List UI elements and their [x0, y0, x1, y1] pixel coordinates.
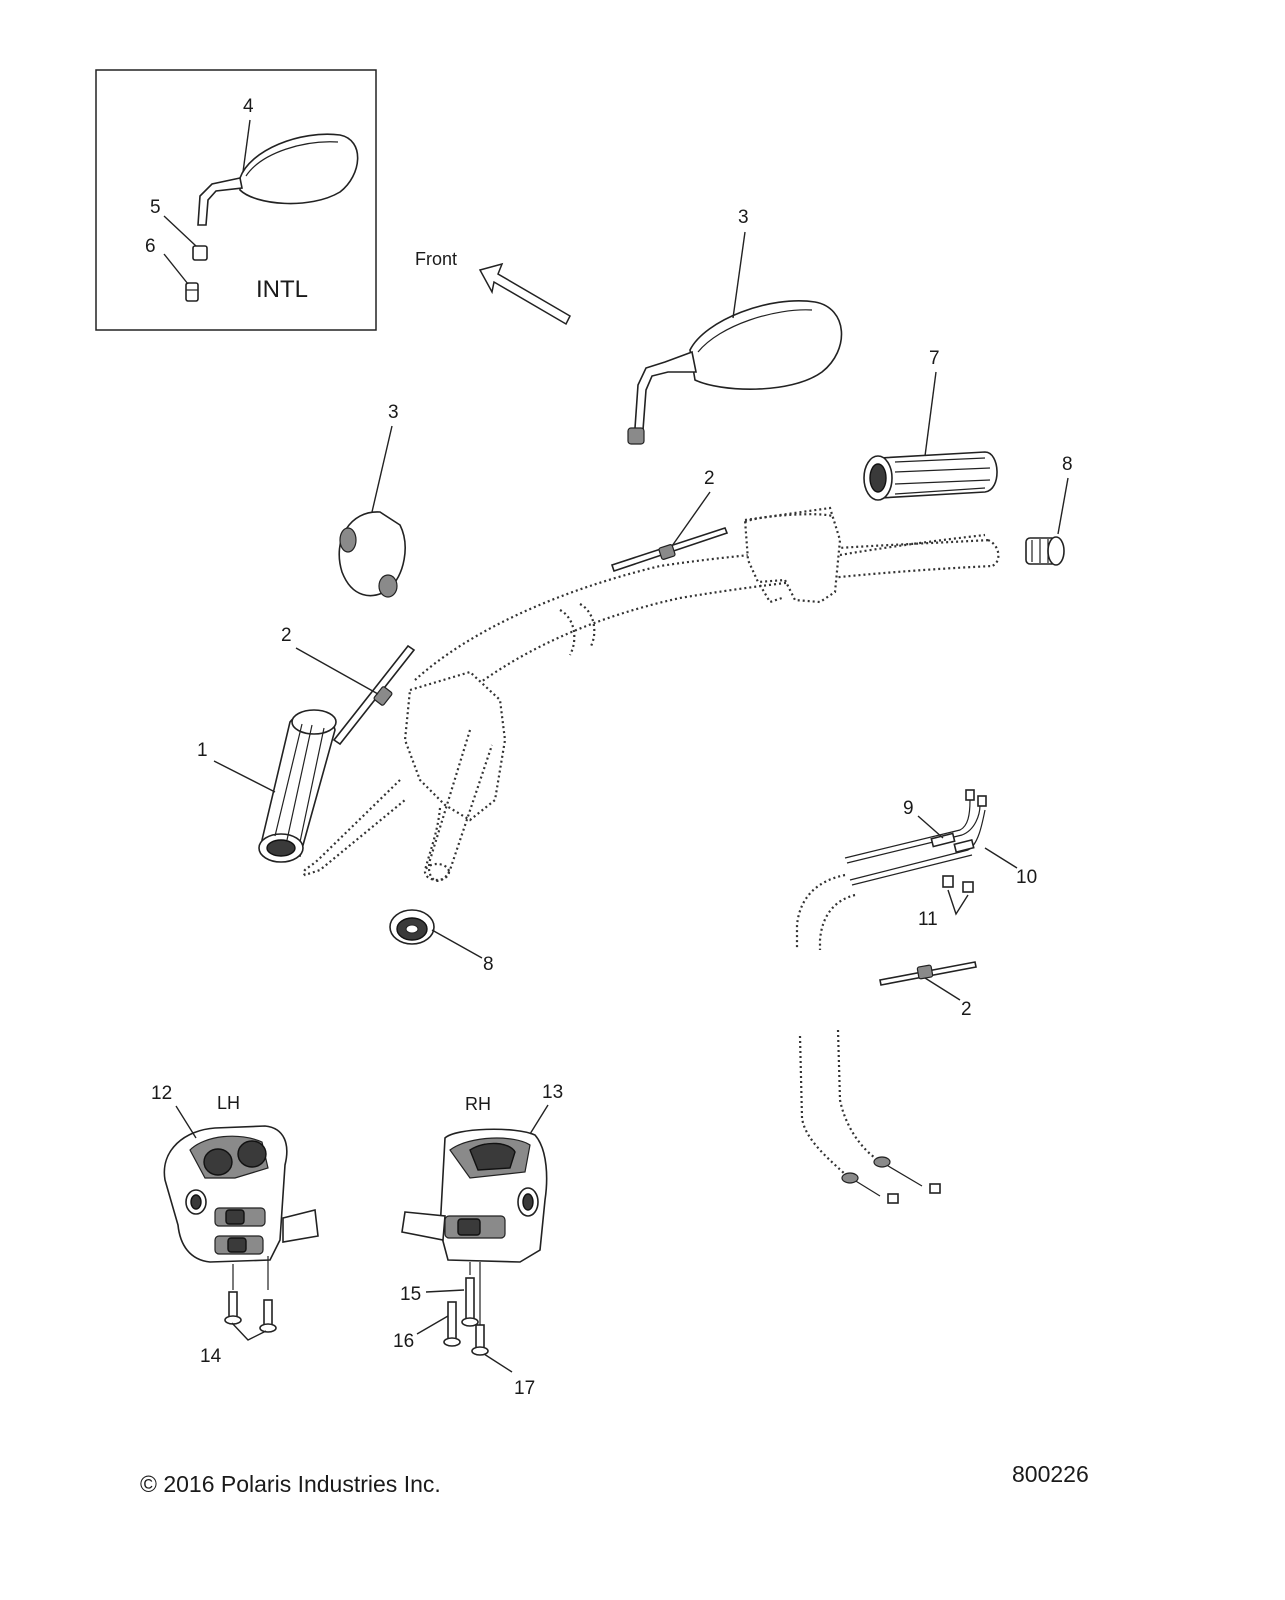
callout-10: 10	[1016, 867, 1037, 888]
grip-right-body	[879, 451, 998, 499]
mirror-right: 3	[627, 207, 843, 445]
callout-2-lower: 2	[961, 999, 972, 1020]
callout-13: 13	[542, 1082, 563, 1103]
intl-label: INTL	[256, 276, 308, 303]
inset-nut	[192, 245, 208, 261]
lh-label: LH	[217, 1093, 240, 1113]
mirror-right-stem	[634, 350, 697, 432]
callout-4: 4	[243, 96, 254, 117]
callout-8-left: 8	[483, 954, 494, 975]
inset-mirror-stem	[197, 177, 243, 226]
callout-16: 16	[393, 1331, 414, 1352]
callout-2-upper: 2	[704, 468, 715, 489]
rh-label: RH	[465, 1094, 491, 1114]
figure-number: 800226	[1012, 1461, 1089, 1487]
callout-1: 1	[197, 740, 208, 761]
rh-switch-housing: 15 16 17 13 RH	[393, 1082, 563, 1399]
callout-3-right: 3	[738, 207, 749, 228]
handlebar	[302, 506, 1000, 882]
callout-14: 14	[200, 1346, 222, 1367]
bar-end-right: 8	[1025, 454, 1073, 566]
cable-tie-left: 2	[281, 625, 416, 746]
callout-17: 17	[514, 1378, 535, 1399]
inset-mirror-head	[239, 133, 359, 205]
grip-left: 1	[197, 709, 337, 863]
left-control-housing	[403, 670, 507, 822]
callout-6: 6	[145, 236, 156, 257]
callout-2-left: 2	[281, 625, 292, 646]
cable-tie-lower: 2	[879, 961, 977, 1020]
copyright-text: © 2016 Polaris Industries Inc.	[140, 1471, 441, 1497]
callout-9: 9	[903, 798, 914, 819]
lh-switch-housing: 14 12 LH	[151, 1083, 319, 1367]
mirror-right-head	[689, 300, 843, 390]
front-arrow	[478, 262, 571, 326]
cable-tie-upper: 2	[610, 468, 729, 573]
grip-right: 7	[863, 348, 998, 501]
callout-11: 11	[918, 909, 938, 930]
inset-adapter	[185, 282, 199, 302]
mirror-left: 3	[338, 402, 406, 598]
bar-end-left: 8	[389, 909, 494, 975]
throttle-cables: 9 10 11	[795, 789, 1037, 1204]
front-label: Front	[415, 249, 457, 269]
front-direction: Front	[415, 249, 571, 326]
callout-7: 7	[929, 348, 940, 369]
callout-3-left: 3	[388, 402, 399, 423]
callout-8-right: 8	[1062, 454, 1073, 475]
callout-15: 15	[400, 1284, 421, 1305]
mirror-right-nut	[627, 427, 645, 445]
callout-12: 12	[151, 1083, 172, 1104]
inset-frame	[95, 69, 377, 331]
master-cylinder-right	[743, 506, 842, 604]
intl-inset: 4 5 6 INTL	[95, 69, 377, 331]
callout-5: 5	[150, 197, 161, 218]
